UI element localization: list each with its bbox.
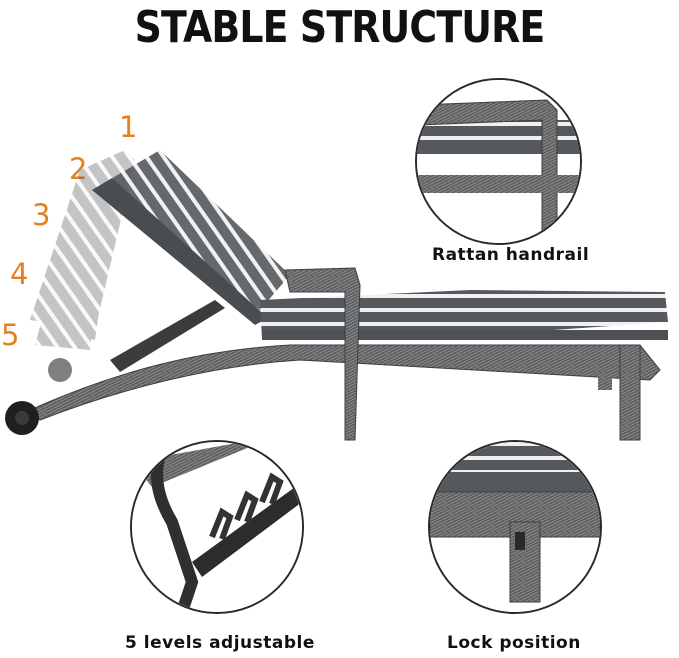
level-number-5: 5 (1, 318, 20, 352)
adjustable-caption: 5 levels adjustable (125, 633, 315, 653)
level-number-4: 4 (10, 257, 29, 291)
level-number-3: 3 (32, 198, 51, 232)
adjustable-detail-image (130, 440, 304, 614)
level-number-1: 1 (119, 110, 138, 144)
lock-detail-image (428, 440, 602, 614)
handrail-detail-image (415, 78, 582, 245)
page-title: STABLE STRUCTURE (134, 2, 546, 53)
handrail-caption: Rattan handrail (432, 245, 590, 265)
lock-caption: Lock position (447, 633, 581, 653)
